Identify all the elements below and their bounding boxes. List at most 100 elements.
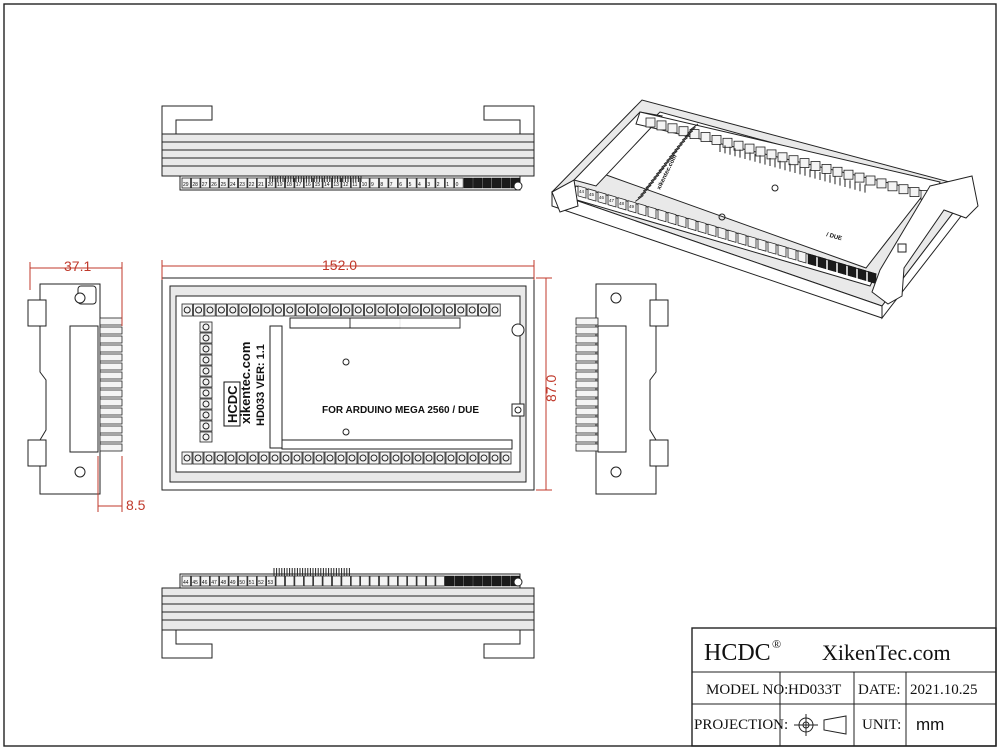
title-brand-mark: ®	[772, 637, 781, 651]
terminal-block	[737, 232, 747, 246]
plan-view: xikentec.com HCDC HD033 VER: 1.1 FOR ARD…	[161, 277, 535, 491]
terminal-screw	[337, 454, 345, 462]
terminal-block	[99, 389, 123, 398]
terminal-block	[456, 451, 468, 465]
terminal-screw	[469, 454, 477, 462]
terminal-block	[477, 303, 490, 317]
terminal-block	[341, 303, 353, 317]
terminal-block	[575, 371, 599, 380]
terminal-block	[455, 303, 467, 317]
terminal-block	[272, 303, 285, 317]
terminal-block	[777, 244, 787, 258]
terminal-screw	[293, 454, 301, 462]
terminal-block	[799, 158, 810, 169]
terminal-screw	[263, 306, 271, 314]
terminal-screw	[297, 306, 305, 314]
terminal-block	[463, 575, 473, 587]
terminal-block	[99, 425, 123, 434]
terminal-block	[214, 451, 226, 465]
terminal-block	[378, 177, 389, 189]
terminal-block	[656, 120, 667, 131]
terminal-screw	[274, 306, 282, 314]
terminal-number: 14	[324, 182, 330, 188]
plan-bottom-terminal-row	[181, 451, 512, 465]
terminal-block	[181, 303, 193, 317]
terminal-block	[645, 117, 656, 128]
header-pin	[655, 167, 665, 175]
terminal-block	[435, 177, 445, 189]
terminal-block	[368, 451, 380, 465]
terminal-block	[788, 155, 799, 166]
terminal-block	[291, 451, 303, 465]
terminal-number: 8	[380, 182, 383, 188]
terminal-screw	[227, 454, 235, 462]
left-side-terminals	[99, 317, 123, 452]
terminal-block	[577, 185, 587, 199]
terminal-block	[266, 177, 276, 189]
terminal-block	[99, 416, 123, 425]
terminal-block	[99, 443, 123, 452]
terminal-block	[237, 177, 248, 189]
terminal-block	[360, 575, 370, 587]
terminal-block	[575, 344, 599, 353]
terminal-block	[575, 416, 599, 425]
terminal-block	[181, 575, 192, 587]
terminal-screw	[457, 306, 465, 314]
terminal-screw	[202, 378, 210, 386]
terminal-block	[489, 451, 501, 465]
terminal-block	[199, 409, 213, 421]
terminal-block	[313, 575, 323, 587]
terminal-block	[369, 177, 380, 189]
terminal-block	[575, 398, 599, 407]
plan-top-terminal-row	[181, 303, 501, 317]
terminal-block	[313, 451, 325, 465]
terminal-block	[199, 321, 213, 333]
right-side-terminals	[575, 317, 599, 452]
terminal-block	[192, 303, 205, 317]
terminal-block	[249, 303, 262, 317]
terminal-screw	[202, 411, 210, 419]
terminal-screw	[315, 454, 323, 462]
terminal-number: 49	[629, 204, 635, 209]
terminal-block	[388, 575, 398, 587]
header-pin	[658, 164, 668, 172]
terminal-block	[501, 177, 511, 189]
header-pin	[635, 194, 644, 202]
terminal-screw	[370, 454, 378, 462]
terminal-block	[199, 343, 213, 355]
terminal-block	[99, 326, 123, 335]
terminal-block	[398, 303, 410, 317]
terminal-screw	[414, 454, 422, 462]
model-label: MODEL NO:	[706, 682, 788, 698]
terminal-block	[258, 451, 270, 465]
terminal-block	[341, 177, 351, 189]
terminal-number: 20	[268, 182, 274, 188]
terminal-block	[99, 380, 123, 389]
terminal-block	[767, 241, 777, 255]
terminal-screw	[304, 454, 312, 462]
terminal-block	[200, 177, 210, 189]
terminal-number: 46	[202, 580, 208, 586]
terminal-block	[416, 575, 427, 587]
third-angle-projection-icon	[794, 714, 847, 736]
terminal-block	[747, 235, 757, 249]
terminal-block	[817, 256, 827, 270]
terminal-block	[209, 575, 220, 587]
terminal-block	[627, 200, 637, 214]
terminal-block	[284, 177, 295, 189]
terminal-block	[707, 223, 717, 237]
terminal-screw	[206, 306, 214, 314]
terminal-block	[199, 365, 213, 377]
terminal-block	[99, 353, 123, 362]
terminal-block	[587, 188, 597, 202]
terminal-block	[700, 132, 711, 142]
terminal-block	[657, 208, 667, 223]
terminal-screw	[202, 345, 210, 353]
terminal-block	[687, 217, 697, 232]
terminal-number: 53	[268, 580, 274, 586]
terminal-block	[99, 344, 123, 353]
terminal-number: 27	[202, 182, 208, 188]
terminal-screw	[491, 306, 499, 314]
terminal-screw	[480, 454, 488, 462]
